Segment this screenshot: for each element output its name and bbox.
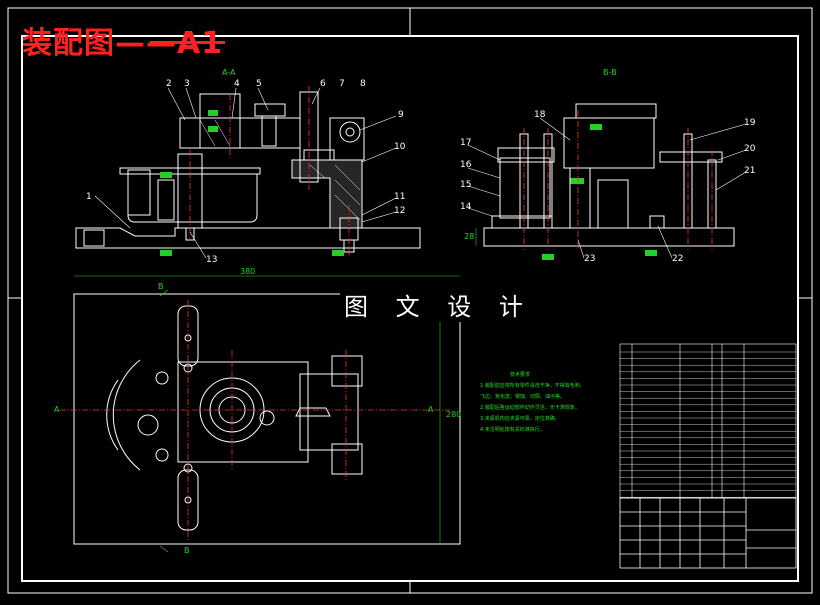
callout-label: 2: [166, 79, 172, 89]
callout-label: 6: [320, 79, 326, 89]
callout-label: 14: [460, 202, 472, 212]
section-label-b-b: B-B: [603, 68, 617, 77]
callout-label: 10: [394, 142, 406, 152]
watermark-text: 图 文 设 计: [340, 287, 537, 322]
technical-note-line: 飞边、氧化皮、锈蚀、切屑、油污等。: [480, 394, 566, 400]
technical-notes: 技术要求 1.装配前应将所有零件清洗干净，不得有毛刺、 飞边、氧化皮、锈蚀、切屑…: [480, 370, 585, 436]
callout-label: 1: [86, 192, 92, 202]
section-marker-b-top: B: [158, 282, 164, 291]
callout-label: 13: [206, 255, 218, 265]
callout-label: 12: [394, 206, 406, 216]
drawing-title: 装配图——A1: [22, 26, 224, 61]
section-b-b-view: [483, 103, 735, 247]
frame-ticks: [8, 8, 812, 593]
centerlines-b: [523, 110, 713, 250]
title-dash-line: [150, 41, 225, 44]
dimension-lines: [74, 228, 477, 553]
technical-notes-heading: 技术要求: [510, 372, 531, 378]
parts-list-rows: [620, 351, 796, 498]
dimension-base: 28: [464, 232, 475, 241]
callout-label: 9: [398, 110, 404, 120]
plan-view: [73, 293, 461, 545]
technical-note-line: 2.装配后各运动部件动作灵活，无卡滞现象。: [480, 405, 580, 411]
section-marker-a-right: A: [428, 405, 434, 414]
centerlines-plan: [60, 300, 450, 540]
callout-label: 19: [744, 118, 756, 128]
callout-label: 20: [744, 144, 756, 154]
callout-label: 22: [672, 254, 684, 264]
callout-label: 15: [460, 180, 472, 190]
callout-label: 23: [584, 254, 596, 264]
callout-label: 18: [534, 110, 546, 120]
section-label-a-a: A-A: [222, 68, 236, 77]
callout-label: 5: [256, 79, 262, 89]
technical-note-line: 4.未注明处按有关标准执行。: [480, 427, 545, 433]
technical-note-line: 1.装配前应将所有零件清洗干净，不得有毛刺、: [480, 383, 585, 389]
parts-list: [619, 343, 797, 499]
callout-label: 7: [339, 79, 345, 89]
dimension-width: 380: [240, 267, 256, 276]
leader-lines: [94, 87, 747, 259]
centerlines-a: [189, 86, 350, 255]
dimension-height: 280: [446, 410, 462, 419]
callout-label: 17: [460, 138, 472, 148]
section-a-a-view: [75, 91, 421, 253]
callout-label: 4: [234, 79, 240, 89]
title-block: [619, 497, 797, 569]
section-marker-b-bottom: B: [184, 546, 190, 555]
callout-label: 21: [744, 166, 756, 176]
hatching-a: [199, 119, 361, 221]
section-marker-a-left: A: [54, 405, 60, 414]
callout-label: 3: [184, 79, 190, 89]
technical-note-line: 3.夹紧机构应夹紧可靠，定位准确。: [480, 416, 560, 422]
green-marks: [160, 110, 657, 260]
callout-label: 8: [360, 79, 366, 89]
callout-label: 11: [394, 192, 406, 202]
callout-label: 16: [460, 160, 472, 170]
